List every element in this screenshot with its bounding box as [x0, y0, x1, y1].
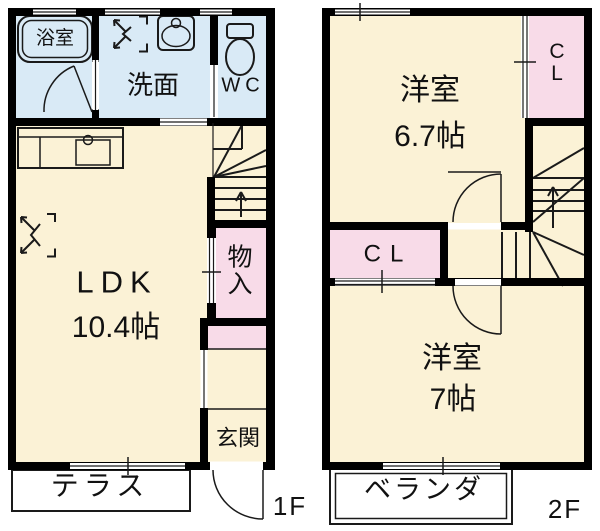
storage-label: 物 入: [227, 243, 253, 298]
wc-label: WC: [221, 74, 265, 97]
bedroom2-label: 洋室: [422, 342, 482, 376]
toilet-icon: [225, 23, 255, 76]
shoe-cabinet: [208, 326, 266, 349]
closet-mid-room: [330, 230, 440, 278]
washroom-room: [99, 16, 210, 118]
wall-openings: [92, 16, 536, 471]
ldk-size-label: 10.4帖: [71, 311, 161, 345]
veranda-label: ベランダ: [364, 474, 484, 505]
room-fills: [16, 16, 584, 462]
terrace-label: テラス: [50, 470, 150, 502]
closet-mid-label: CL: [363, 240, 413, 268]
closet-upper-label: C L: [549, 39, 565, 85]
bedroom2-size-label: 7帖: [429, 383, 477, 417]
appliance-space-icon: [20, 213, 56, 258]
floor2-label: 2F: [547, 494, 583, 525]
closet-upper-room: [529, 16, 584, 118]
stairs-icon: [213, 122, 267, 217]
appliance-space-icon: [113, 15, 148, 53]
window-icon: [33, 3, 500, 475]
wc-room: [218, 16, 266, 118]
bedroom1-label: 洋室: [400, 74, 460, 108]
ldk-label: LDK: [76, 264, 158, 300]
bathroom-room: [16, 16, 92, 118]
entrance-label: 玄関: [215, 425, 261, 451]
stairs-icon: [448, 147, 585, 287]
washroom-label: 洗面: [126, 70, 180, 101]
bathroom-label: 浴室: [35, 27, 75, 49]
door-swing-icon: [43, 65, 502, 520]
storage-room: [215, 228, 266, 318]
kitchen-counter-icon: [17, 127, 124, 169]
bedroom1-size-label: 6.7帖: [394, 120, 466, 154]
floor1-label: 1F: [272, 491, 308, 522]
